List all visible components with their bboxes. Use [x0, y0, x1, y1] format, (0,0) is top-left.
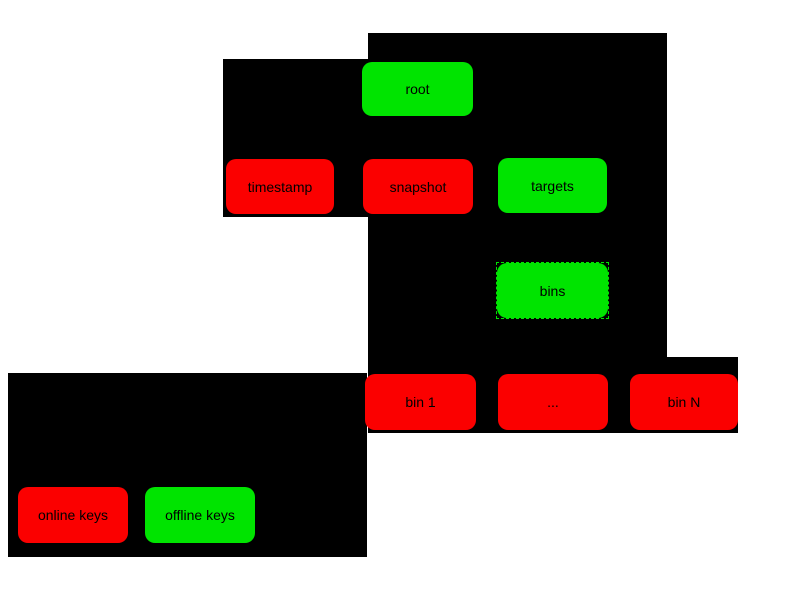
node-bin-1: bin 1 — [365, 374, 476, 430]
node-timestamp-label: timestamp — [247, 178, 313, 195]
legend-online-keys-label: online keys — [37, 507, 109, 523]
node-timestamp: timestamp — [226, 159, 334, 214]
node-snapshot: snapshot — [363, 159, 473, 214]
legend-offline-keys: offline keys — [145, 487, 255, 543]
node-bin-n: bin N — [630, 374, 738, 430]
legend-offline-keys-label: offline keys — [165, 507, 235, 523]
node-bin-1-label: bin 1 — [405, 394, 436, 410]
node-bins: bins — [496, 262, 609, 319]
node-snapshot-label: snapshot — [389, 178, 447, 195]
legend-online-keys: online keys — [18, 487, 128, 543]
node-bin-n-label: bin N — [667, 394, 701, 410]
node-root: root — [362, 62, 473, 116]
node-ellipsis: ... — [498, 374, 608, 430]
node-targets-label: targets — [531, 177, 574, 194]
node-root-label: root — [405, 81, 430, 97]
node-ellipsis-label: ... — [547, 394, 559, 410]
node-bins-label: bins — [539, 282, 566, 299]
node-targets: targets — [498, 158, 607, 213]
